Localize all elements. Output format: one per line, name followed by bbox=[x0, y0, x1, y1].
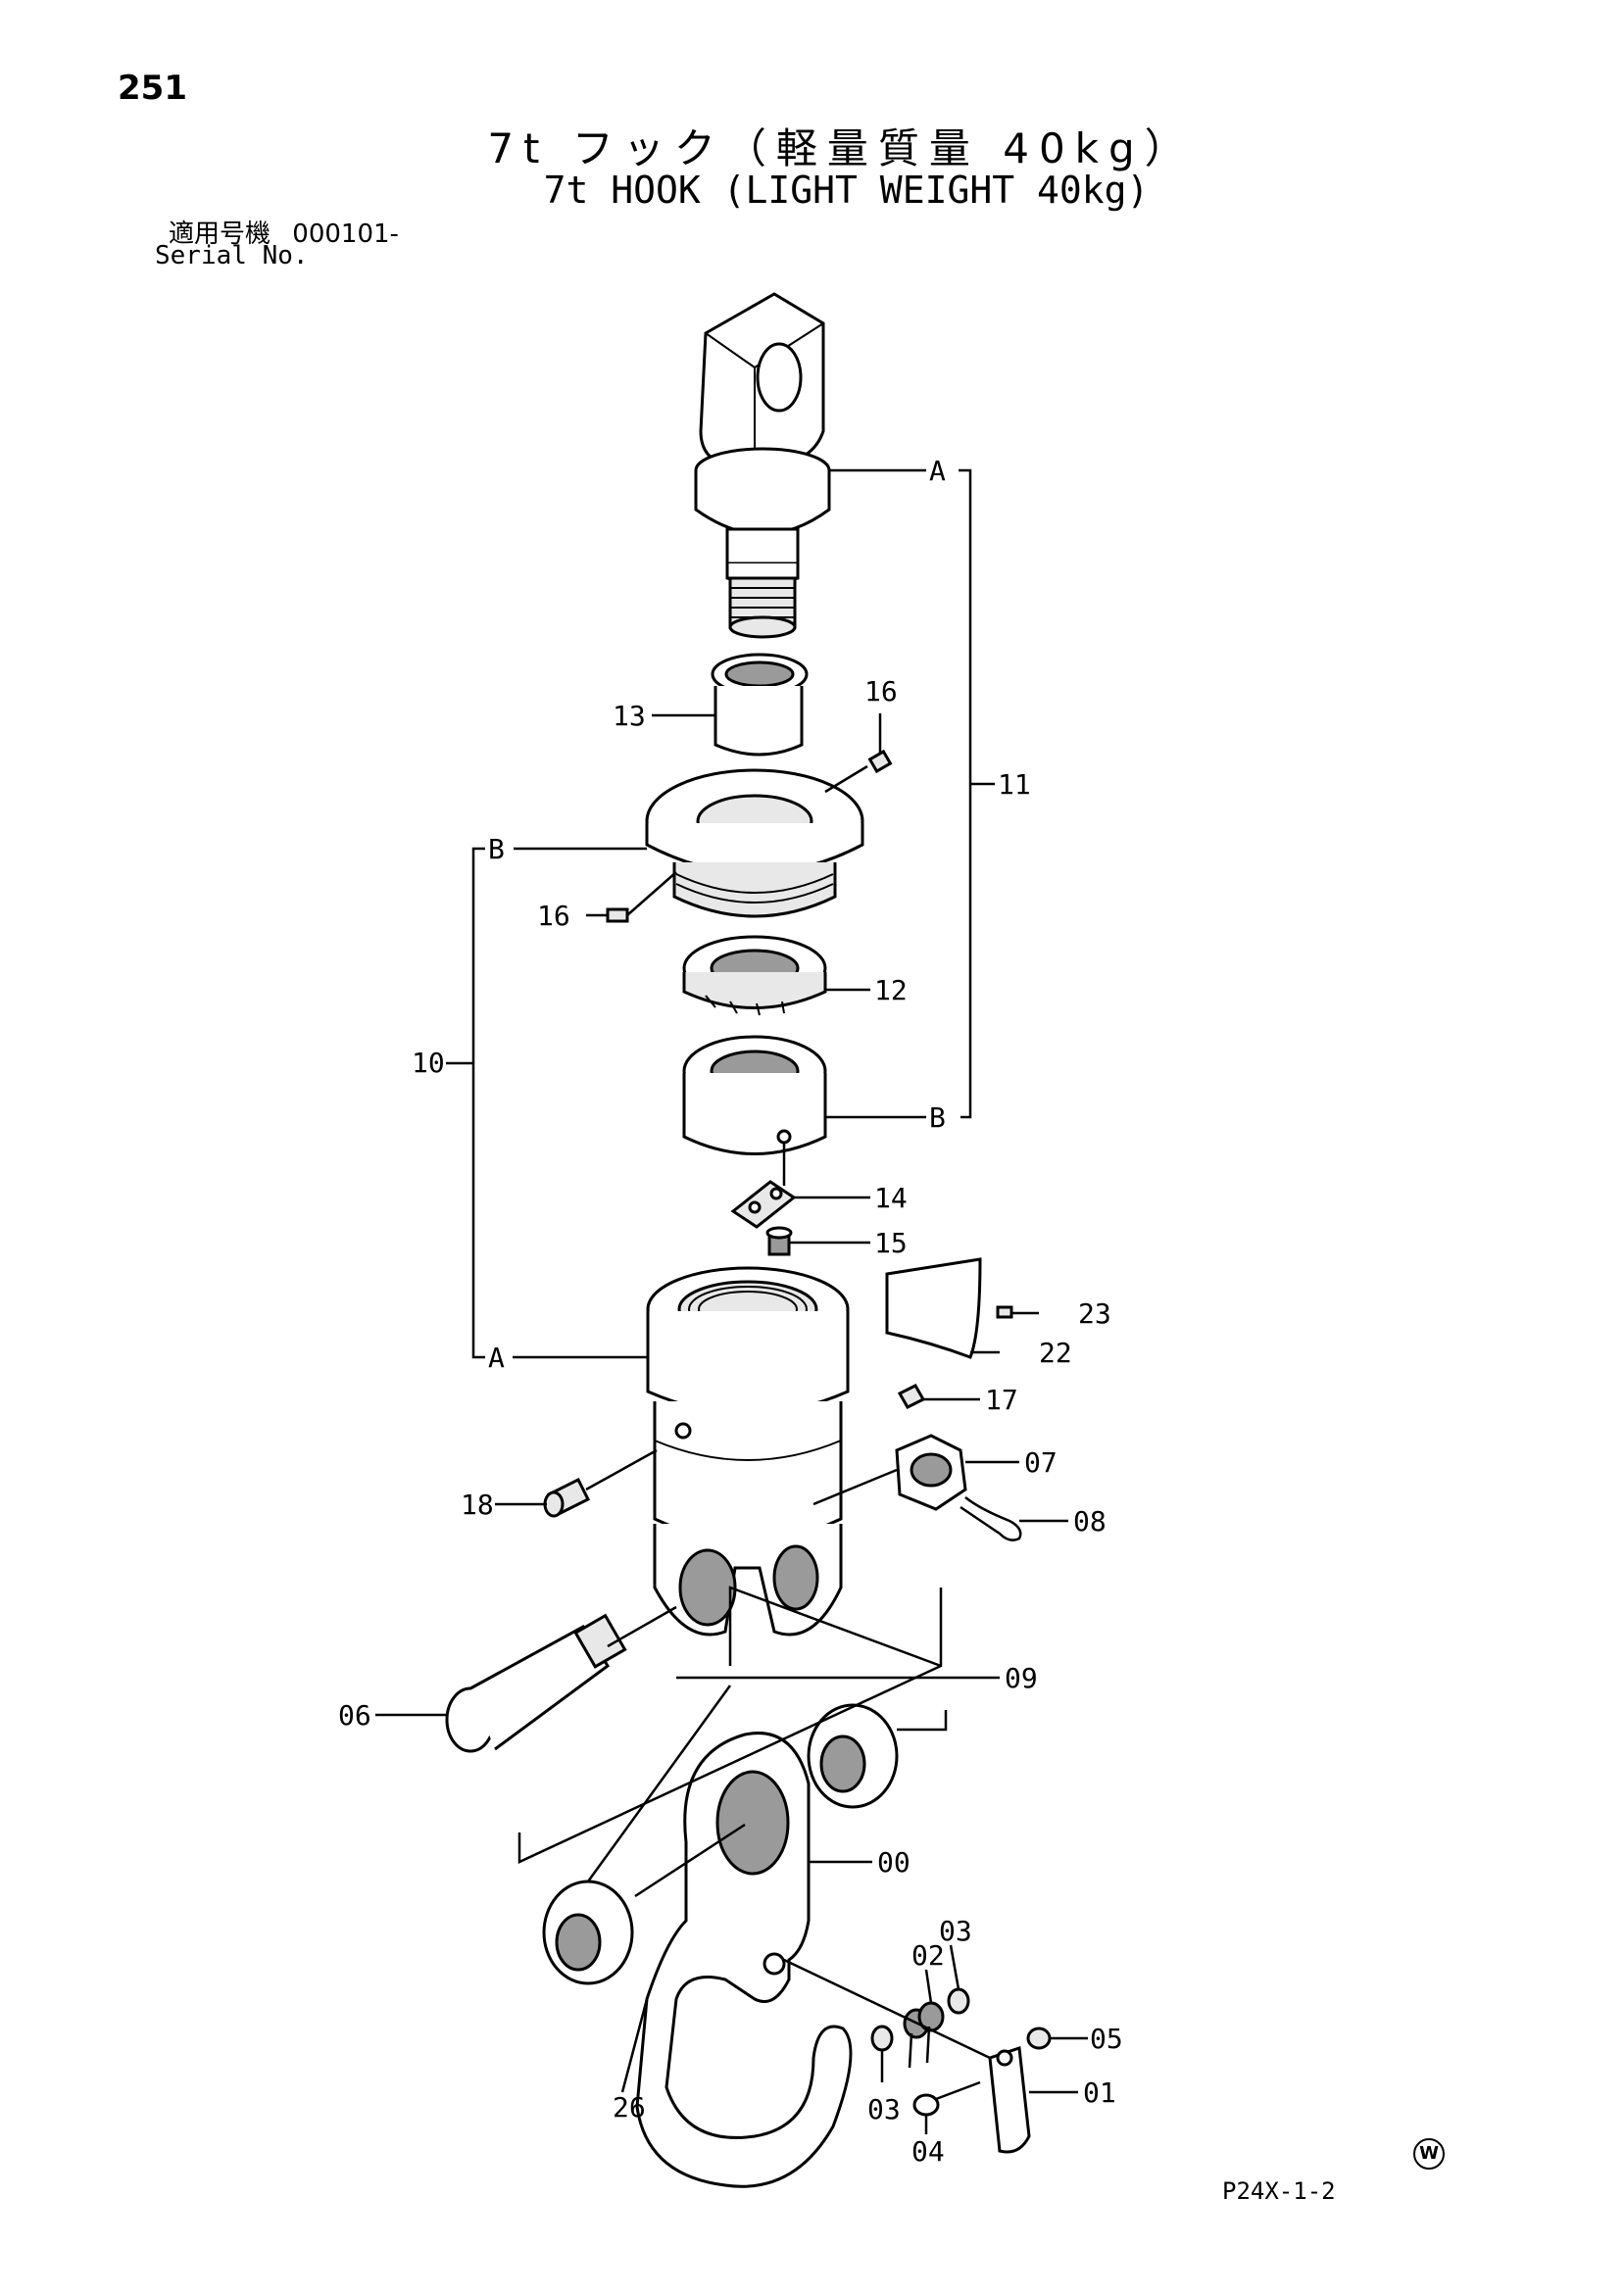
callout-16-right: 16 bbox=[864, 675, 898, 708]
callout-15: 15 bbox=[874, 1227, 908, 1259]
callout-14: 14 bbox=[874, 1182, 908, 1214]
cotter-pin-part bbox=[960, 1496, 1022, 1541]
callout-22: 22 bbox=[1039, 1337, 1072, 1369]
castle-nut-part bbox=[895, 1434, 967, 1511]
callout-12: 12 bbox=[874, 974, 908, 1006]
callout-18: 18 bbox=[461, 1489, 494, 1521]
callout-17: 17 bbox=[985, 1384, 1018, 1416]
grease-nipple-part bbox=[543, 1477, 591, 1518]
callout-01: 01 bbox=[1083, 2076, 1116, 2109]
callout-23: 23 bbox=[1078, 1297, 1111, 1330]
callout-00: 00 bbox=[877, 1846, 910, 1879]
callout-11: 11 bbox=[998, 768, 1031, 801]
callout-07: 07 bbox=[1024, 1446, 1058, 1479]
plug-part bbox=[897, 1384, 926, 1409]
callout-26: 26 bbox=[613, 2091, 646, 2124]
page-title-japanese: 7t フック（軽量質量 40kg） bbox=[487, 124, 1196, 172]
leader-lines bbox=[375, 468, 1088, 2134]
callout-06: 06 bbox=[338, 1699, 371, 1732]
callout-04: 04 bbox=[911, 2135, 945, 2168]
set-screw-part bbox=[606, 749, 893, 923]
callout-08: 08 bbox=[1073, 1505, 1107, 1538]
latch-spring-part bbox=[903, 2001, 945, 2069]
callout-03-top: 03 bbox=[939, 1915, 972, 1947]
cover-plate-part bbox=[885, 1257, 982, 1359]
watermark-badge: W bbox=[1413, 2138, 1445, 2170]
callout-05: 05 bbox=[1090, 2023, 1123, 2055]
callout-13: 13 bbox=[613, 700, 646, 732]
serial-label-english: Serial No. bbox=[155, 241, 309, 270]
callout-ref-a-top: A bbox=[929, 455, 946, 487]
callout-16-left: 16 bbox=[537, 900, 570, 932]
document-code: P24X-1-2 bbox=[1222, 2177, 1336, 2205]
nut-part bbox=[682, 1035, 827, 1155]
page-number: 251 bbox=[118, 69, 187, 108]
callout-02: 02 bbox=[911, 1939, 945, 1972]
callout-ref-a-bottom: A bbox=[488, 1342, 505, 1374]
hook-body-part bbox=[635, 1732, 853, 2188]
callout-labels: A 11 16 13 B 16 12 10 B 14 15 23 A 22 17… bbox=[338, 455, 1123, 2168]
latch-nut-part bbox=[1026, 2027, 1052, 2050]
page-title-english: 7t HOOK (LIGHT WEIGHT 40kg) bbox=[543, 169, 1150, 212]
serial-value: 000101- bbox=[292, 220, 399, 249]
hook-pin-part bbox=[445, 1613, 627, 1753]
serial-label-ja-text: 適用号機 bbox=[169, 220, 271, 249]
serial-label-japanese: 適用号機 000101- bbox=[169, 214, 399, 250]
cover-screw-part bbox=[996, 1305, 1013, 1319]
thrust-washer-part bbox=[542, 1703, 899, 1985]
lock-plate-part bbox=[730, 1180, 797, 1229]
bearing-housing-part bbox=[645, 768, 864, 918]
thrust-bearing-part bbox=[682, 935, 827, 1016]
bushing-part bbox=[711, 653, 809, 757]
callout-10: 10 bbox=[412, 1047, 445, 1079]
callout-ref-b-top: B bbox=[488, 833, 505, 865]
hook-shaft-part bbox=[694, 292, 831, 639]
callout-09: 09 bbox=[1005, 1662, 1038, 1694]
swivel-body-part bbox=[646, 1266, 850, 1637]
lock-bolt-part bbox=[765, 1226, 793, 1256]
latch-part bbox=[988, 2045, 1031, 2154]
bushing-small-part bbox=[870, 1987, 970, 2052]
callout-ref-b-bottom: B bbox=[929, 1101, 946, 1134]
latch-bolt-part bbox=[912, 2080, 981, 2117]
callout-03-bottom: 03 bbox=[867, 2093, 901, 2125]
